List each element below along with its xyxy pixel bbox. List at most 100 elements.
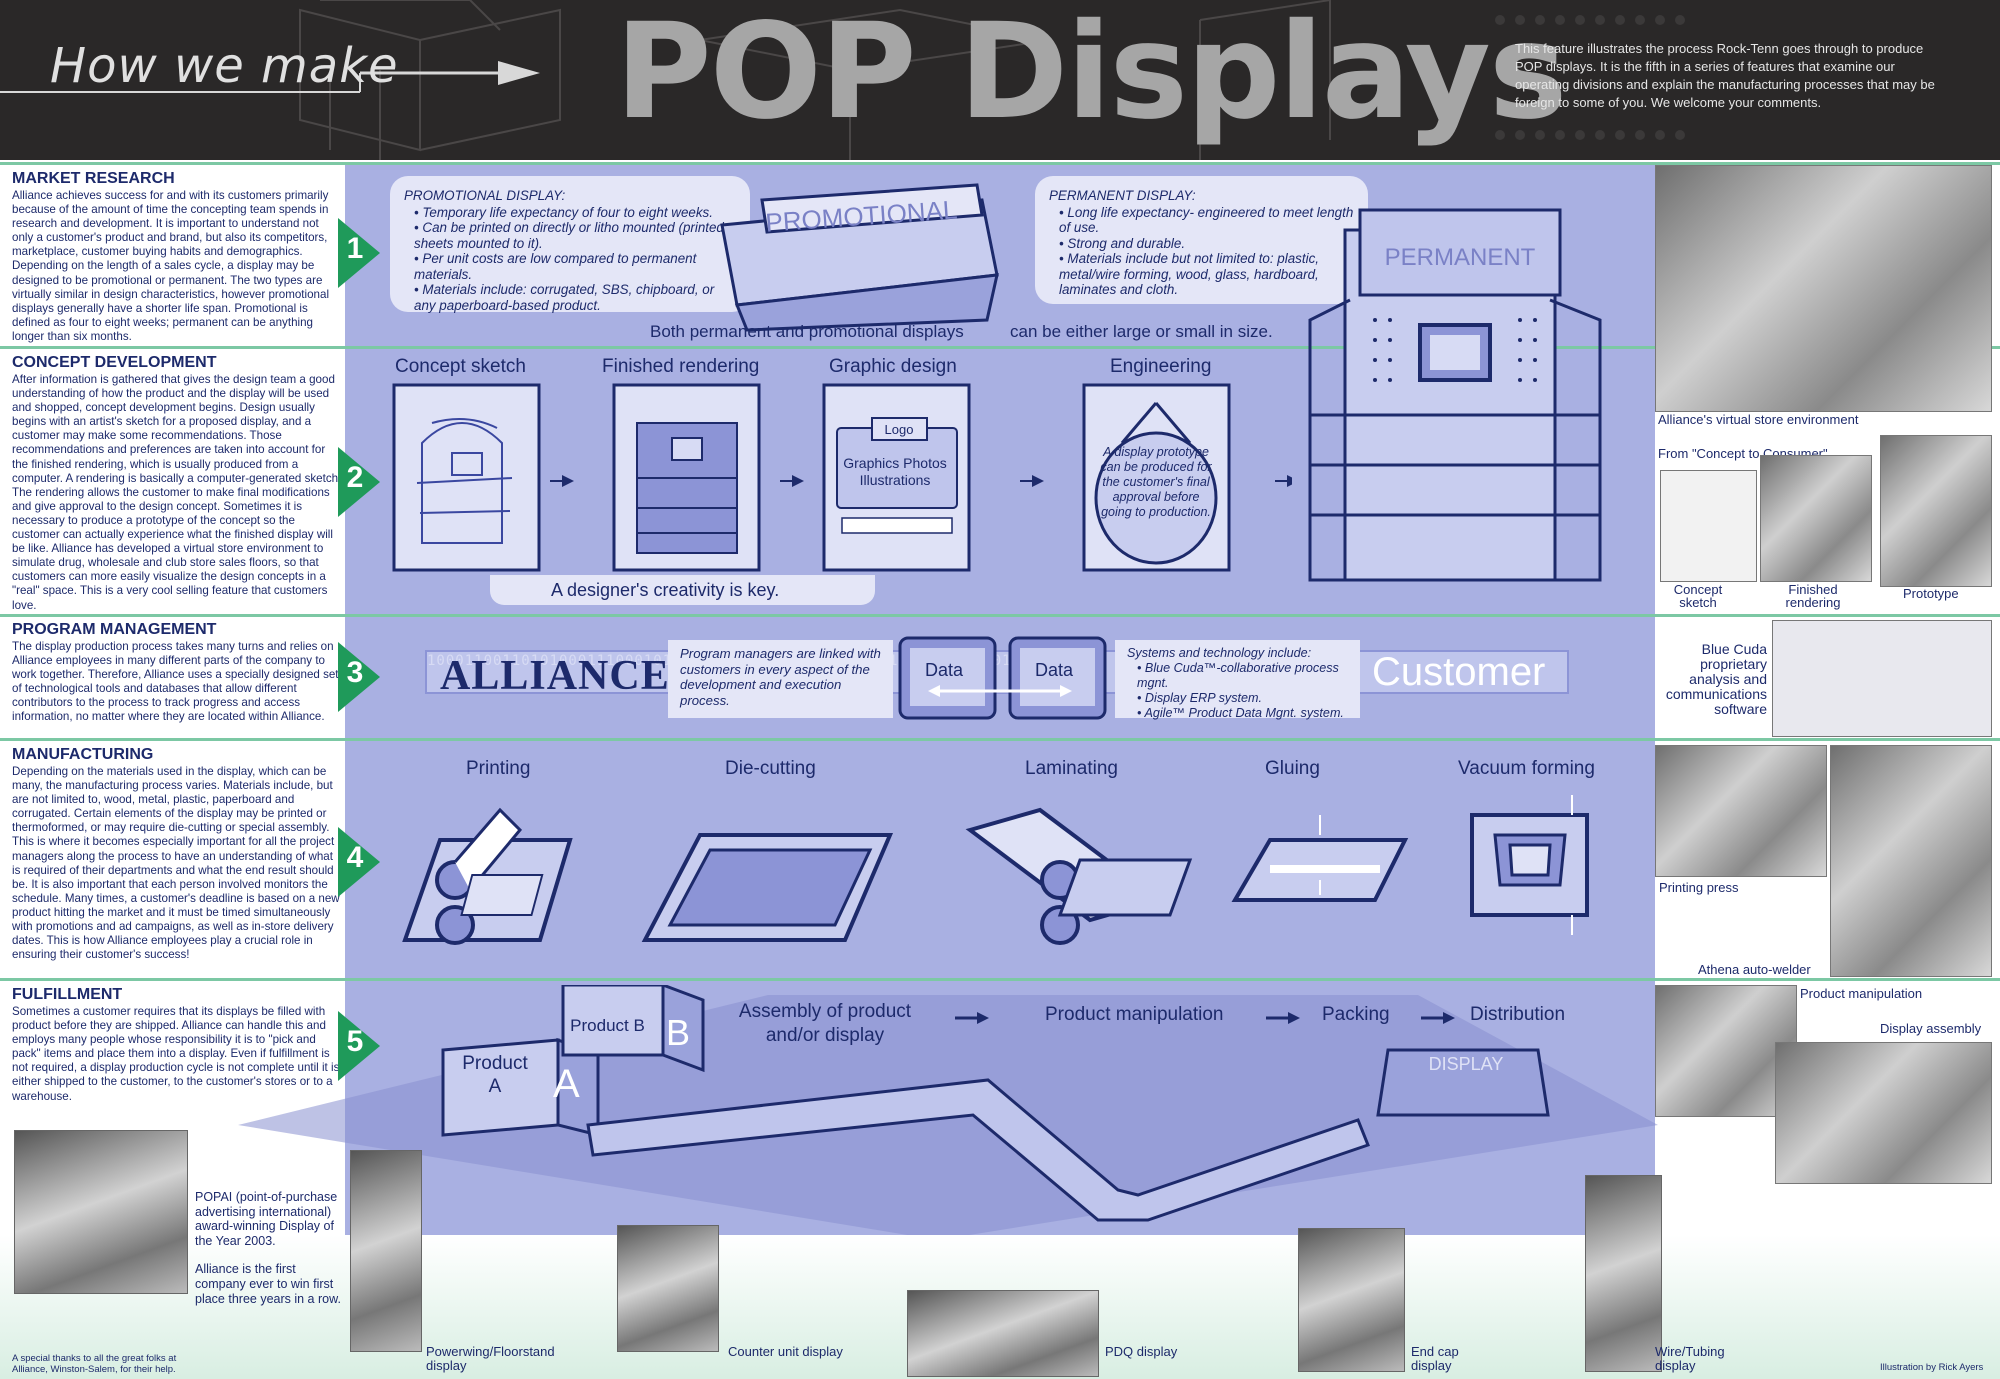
step-chevron-icon [338, 447, 380, 517]
permanent-callout: PERMANENT DISPLAY: Long life expectancy-… [1035, 176, 1368, 304]
data-exchange-illustration [898, 636, 1107, 720]
letter-a: A [553, 1062, 580, 1106]
stage-title: FULFILLMENT [12, 986, 123, 1003]
product-b-label: Product B [570, 1016, 645, 1035]
size-note-b: can be either large or small in size. [1010, 322, 1273, 341]
divider [0, 346, 2000, 349]
product-a-label: Product A [462, 1053, 528, 1097]
manufacturing-step-label: Laminating [1025, 758, 1118, 779]
systems-item: Display ERP system. [1137, 691, 1348, 706]
page-title: POP Displays [615, 0, 1567, 149]
manufacturing-step-label: Die-cutting [725, 758, 816, 779]
alliance-logo: ALLIANCE [440, 653, 670, 699]
divider [0, 614, 2000, 617]
end-cap-caption: End cap display [1411, 1344, 1459, 1373]
blue-cuda-screenshot [1772, 620, 1992, 737]
graphic-logo-label: Logo [885, 422, 914, 437]
finished-rendering-caption: Finished rendering [1785, 582, 1841, 610]
step-chevron-icon [338, 827, 380, 897]
header-intro: This feature illustrates the process Roc… [1515, 41, 1935, 110]
stage-fulfillment: FULFILLMENT Sometimes a customer require… [12, 986, 342, 1104]
step-number: 3 [346, 656, 364, 689]
stage-manufacturing: MANUFACTURING Depending on the materials… [12, 746, 342, 962]
systems-item: Blue Cuda™-collaborative process mgnt. [1137, 661, 1348, 691]
step-chevron-icon [338, 218, 380, 288]
counter-unit-caption: Counter unit display [728, 1344, 843, 1359]
manufacturing-illustration [402, 795, 1589, 945]
fulfillment-step-label: Packing [1322, 1004, 1390, 1025]
product-manipulation-caption: Product manipulation [1800, 986, 1923, 1001]
step-number: 4 [346, 841, 364, 874]
callout-item: Strong and durable. [1059, 236, 1354, 252]
callout-heading: PERMANENT DISPLAY: [1049, 188, 1196, 203]
printing-press-caption: Printing press [1659, 880, 1739, 895]
thanks-note: A special thanks to all the great folks … [12, 1353, 177, 1375]
callout-item: Per unit costs are low compared to perma… [414, 251, 736, 282]
callout-heading: PROMOTIONAL DISPLAY: [404, 188, 566, 203]
step-chevron-icon [338, 642, 380, 712]
popai-text: POPAI (point-of-purchase advertising int… [195, 1190, 345, 1306]
step-number: 1 [346, 232, 364, 265]
permanent-label: PERMANENT [1385, 244, 1536, 271]
program-linked-callout: Program managers are linked with custome… [668, 640, 893, 718]
finished-rendering-photo [1760, 455, 1872, 582]
concept-step-label: Engineering [1110, 356, 1212, 377]
promotional-display-illustration: PROMOTIONAL [720, 183, 999, 332]
alliance-first-text: Alliance is the first company ever to wi… [195, 1262, 341, 1306]
counter-unit-photo [617, 1225, 719, 1352]
concept-steps-illustration: Logo [392, 383, 1292, 572]
header-arrow-icon [0, 61, 540, 93]
callout-item: Temporary life expectancy of four to eig… [414, 205, 736, 221]
printing-press-photo [1655, 745, 1827, 877]
stage-body: After information is gathered that gives… [12, 373, 342, 612]
step-number: 5 [346, 1025, 364, 1058]
display-assembly-photo [1775, 1042, 1992, 1184]
powerwing-caption: Powerwing/Floorstand display [426, 1344, 555, 1373]
athena-welder-photo [1830, 745, 1992, 977]
graphic-design-text: Graphics Photos Illustrations [843, 455, 947, 488]
stage-market-research: MARKET RESEARCH Alliance achieves succes… [12, 170, 342, 344]
virtual-store-photo [1655, 165, 1992, 412]
stage-body: Alliance achieves success for and with i… [12, 189, 330, 343]
pdq-display-photo [907, 1290, 1099, 1377]
letter-b: B [666, 1012, 691, 1053]
concept-step-label: Graphic design [829, 356, 957, 377]
illustration-credit: Illustration by Rick Ayers [1880, 1362, 1984, 1373]
promotional-callout: PROMOTIONAL DISPLAY: Temporary life expe… [390, 176, 750, 313]
concept-sketch-caption: Concept sketch [1673, 582, 1723, 610]
display-tray-label: DISPLAY [1429, 1054, 1504, 1074]
creativity-note-box [490, 575, 875, 605]
stage-body: Sometimes a customer requires that its d… [12, 1005, 340, 1103]
manufacturing-step-label: Vacuum forming [1458, 758, 1595, 779]
header-banner: How we make POP Displays This feature il… [0, 0, 2000, 160]
callout-item: Materials include but not limited to: pl… [1059, 251, 1354, 298]
concept-sketch-photo [1660, 470, 1757, 582]
systems-item: Agile™ Product Data Mgnt. system. [1137, 706, 1348, 721]
callout-item: Materials include: corrugated, SBS, chip… [414, 282, 736, 313]
popai-award-text: POPAI (point-of-purchase advertising int… [195, 1190, 338, 1248]
header-background-lines [299, 0, 1685, 160]
data-right-label: Data [1035, 660, 1074, 680]
data-left-label: Data [925, 660, 964, 680]
fulfillment-arrows [955, 1012, 1455, 1024]
customer-label: Customer [1372, 650, 1546, 694]
engineering-text: A display prototype can be produced for … [1100, 445, 1212, 519]
end-cap-photo [1298, 1228, 1405, 1372]
wire-tubing-photo [1585, 1175, 1662, 1372]
prototype-caption: Prototype [1903, 586, 1959, 601]
blue-cuda-caption: Blue Cuda proprietary analysis and commu… [1665, 641, 1767, 717]
product-manipulation-photo [1655, 985, 1797, 1117]
systems-heading: Systems and technology include: [1127, 646, 1312, 660]
divider [0, 738, 2000, 741]
stage-concept-development: CONCEPT DEVELOPMENT After information is… [12, 354, 342, 613]
stage-title: CONCEPT DEVELOPMENT [12, 354, 217, 371]
stage-title: PROGRAM MANAGEMENT [12, 621, 217, 638]
step-chevron-icon [338, 1011, 380, 1081]
size-note-a: Both permanent and promotional displays [650, 322, 964, 341]
stage-title: MANUFACTURING [12, 746, 154, 763]
manufacturing-step-label: Printing [466, 758, 531, 779]
step-number: 2 [346, 461, 364, 494]
wire-tubing-caption: Wire/Tubing display [1655, 1344, 1725, 1373]
divider [0, 162, 2000, 165]
